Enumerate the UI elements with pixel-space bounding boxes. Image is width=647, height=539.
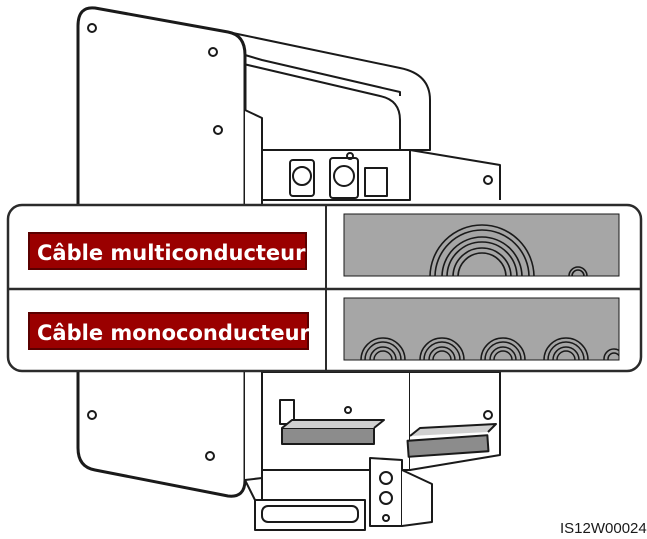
base-handle [254, 499, 366, 531]
multi-core-cable-label: Câble multiconducteur [28, 232, 307, 270]
figure-code: IS12W00024 [560, 520, 647, 537]
wiring-compartment [261, 149, 411, 201]
screw [208, 47, 218, 57]
cable-gland-icon [429, 224, 535, 276]
cable-gland-icon [480, 337, 526, 360]
cable-gland-icon [568, 266, 588, 276]
cable-gland-icon [360, 337, 406, 360]
screw [213, 125, 223, 135]
multi-core-gland-panel [343, 213, 620, 277]
screw [87, 410, 97, 420]
single-core-gland-panel [343, 297, 620, 361]
screw [205, 451, 215, 461]
terminal-block [281, 427, 375, 445]
cable-gland-icon [603, 348, 619, 360]
single-core-cable-label: Câble monoconducteur [28, 312, 310, 350]
cable-gland-icon [419, 337, 465, 360]
terminal-block [406, 434, 490, 458]
screw [87, 23, 97, 33]
cable-gland-icon [543, 337, 589, 360]
compartment-door [409, 149, 501, 200]
